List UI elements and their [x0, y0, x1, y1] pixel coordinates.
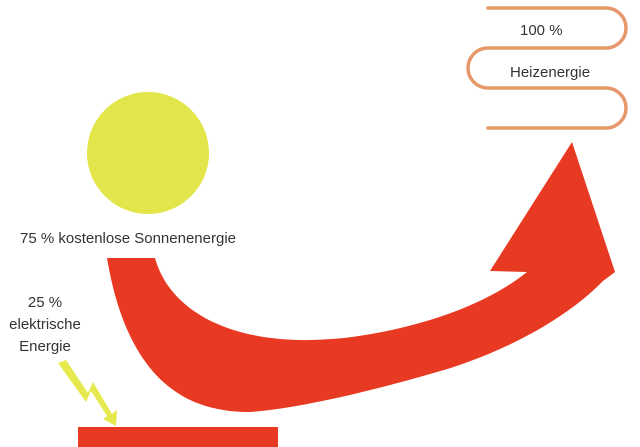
heating-energy-label: Heizenergie	[510, 64, 591, 81]
electric-energy-label: 25 % elektrische Energie	[4, 292, 86, 358]
heating-percent-label: 100 %	[520, 22, 563, 39]
solar-energy-label: 75 % kostenlose Sonnenenergie	[20, 230, 236, 247]
lightning-icon	[58, 360, 117, 426]
electric-line2-text: Energie	[19, 338, 71, 355]
energy-flow-arrow	[107, 142, 615, 412]
electric-line1-text: elektrische	[9, 316, 81, 333]
electric-input-bar	[78, 427, 278, 447]
sun-icon	[87, 92, 209, 214]
radiator-icon	[466, 6, 628, 130]
electric-percent-text: 25 %	[27, 294, 63, 311]
